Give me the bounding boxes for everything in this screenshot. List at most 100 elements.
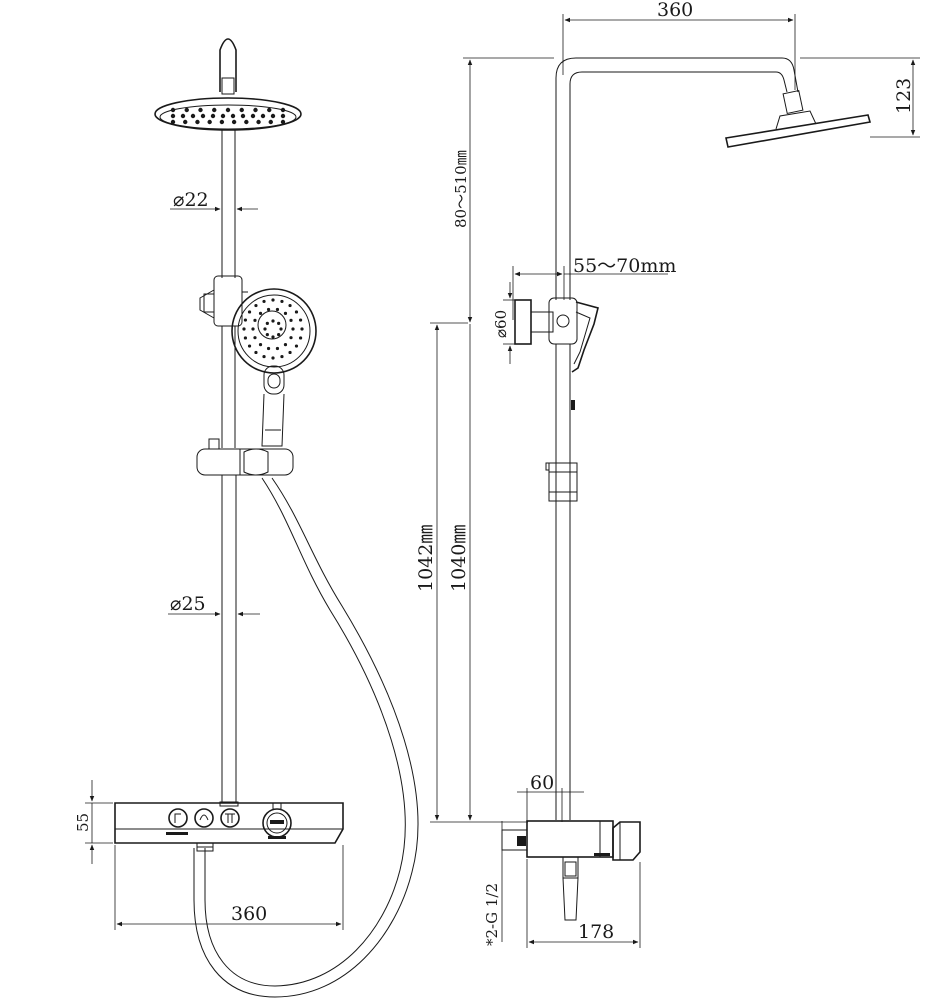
inlet-offset-label: 60 [530,772,554,794]
nozzle-dot [242,327,246,331]
nozzle-dot [289,336,293,340]
nozzle-dot [263,327,267,331]
dimension-pipe-diameter-bottom: ⌀25 [168,593,260,617]
dimension-arm-reach: 360 [562,0,796,90]
nozzle-dot [170,113,176,119]
dimension-panel-width: 360 [114,845,344,930]
nozzle-dot [271,335,275,339]
bracket-diameter-label: ⌀60 [492,310,510,338]
panel-depth-label: 178 [578,921,614,943]
nozzle-dot [265,333,269,337]
nozzle-dot [279,327,283,331]
nozzle-dot [243,336,248,340]
bracket-offset-label: 55～70mm [573,255,676,277]
control-button-2 [194,808,214,828]
nozzle-dot [271,356,275,360]
dimension-height-1040: 1040㎜ [430,324,528,823]
nozzle-dot [271,319,275,323]
dimension-inlet-offset: 60 [517,772,584,822]
nozzle-dot [275,307,280,312]
nozzle-dot [260,113,266,119]
nozzle-dot [280,299,284,304]
wall-bracket-side [514,297,578,345]
arm-reach-label: 360 [657,0,693,21]
nozzle-dot [256,119,261,125]
nozzle-dot [277,333,281,337]
nozzle-dot [231,119,237,125]
dimension-bracket-offset: 55～70mm [512,255,676,320]
nozzle-dot [275,346,280,351]
sliding-holder [196,438,294,476]
nozzle-dot [288,350,292,355]
logo-mark [166,832,188,835]
nozzle-dot [200,113,206,119]
thermostatic-panel-front [114,801,344,852]
pipe-diameter-bottom-label: ⌀25 [170,593,206,615]
nozzle-dot [300,327,304,331]
nozzle-dot [280,113,286,119]
nozzle-dot [207,119,212,125]
nozzle-dot [170,119,176,125]
nozzle-dot [283,311,288,315]
nozzle-dot [254,350,258,355]
pipe-diameter-top-label: ⌀22 [173,189,209,211]
nozzle-dot [184,107,189,113]
nozzle-dot [230,113,236,119]
nozzle-dot [254,303,258,308]
dimension-head-height: 123 [800,57,920,138]
head-adjust-label: 80～510㎜ [452,150,470,228]
nozzle-dot [180,113,186,119]
nozzle-dot [247,310,252,314]
thermostatic-panel-side [501,820,641,921]
dimension-panel-depth: 178 [526,859,641,948]
nozzle-dot [258,343,263,347]
nozzle-dot [277,321,281,325]
front-view: ⌀22 [74,38,419,998]
nozzle-dot [265,321,269,325]
nozzle-dot [220,113,226,119]
rain-shower-head [154,38,302,131]
nozzle-dot [294,310,299,314]
nozzle-dot [247,344,252,348]
nozzle-dot [294,344,299,348]
nozzle-dot [253,107,258,113]
nozzle-dot [298,318,303,322]
nozzle-dot [212,107,217,113]
nozzle-dot [271,298,275,302]
height-1042-label: 1042㎜ [415,525,437,592]
nozzle-dot [288,303,292,308]
nozzle-dot [280,119,286,125]
side-view: 360 123 80～510㎜ [415,0,920,948]
dimension-bracket-diameter: ⌀60 [492,282,515,364]
nozzle-dot [268,119,273,125]
hand-shower [231,288,317,447]
nozzle-dot [283,343,288,347]
upper-pipe [221,130,236,278]
nozzle-dot [190,113,196,119]
nozzle-dot [262,299,266,304]
panel-height-label: 55 [74,813,92,832]
nozzle-dot [280,354,284,359]
dimension-height-1042: 1042㎜ [415,322,468,821]
nozzle-dot [183,119,188,125]
side-pipe [545,344,578,820]
nozzle-dot [267,107,272,113]
nozzle-dot [244,119,249,125]
nozzle-dot [239,107,244,113]
nozzle-dot [251,327,255,331]
middle-pipe [221,326,236,448]
dimension-inlet-thread: *2-G 1/2 [483,821,503,946]
panel-width-label: 360 [231,903,267,925]
inlet-thread-label: *2-G 1/2 [483,883,501,946]
gooseneck-arm [555,57,804,300]
nozzle-dot [266,307,271,312]
nozzle-dot [198,107,203,113]
nozzle-dot [289,318,293,322]
nozzle-dot [250,113,256,119]
nozzle-dot [291,327,295,331]
dimension-head-adjust: 80～510㎜ [452,57,554,323]
nozzle-dot [266,346,271,351]
shower-hose [193,477,419,998]
temperature-knob [262,802,292,838]
